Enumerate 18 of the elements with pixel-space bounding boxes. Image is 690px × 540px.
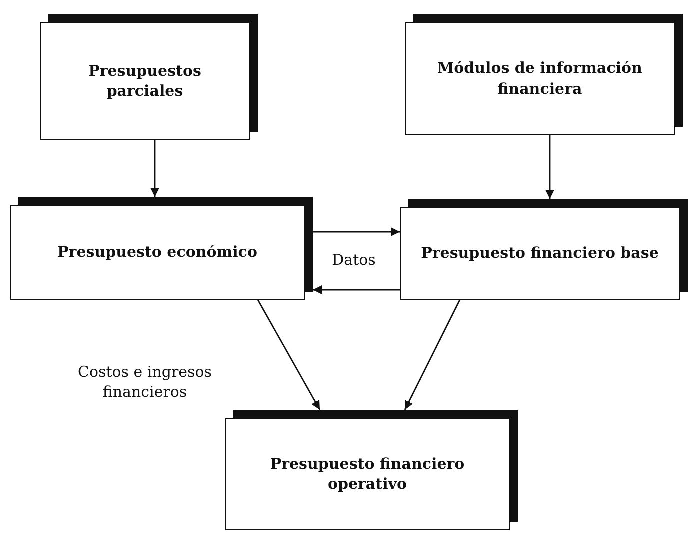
arrow bbox=[313, 228, 400, 236]
process-box bbox=[400, 199, 688, 300]
box-label: Presupuesto financiero base bbox=[421, 243, 659, 264]
arrow bbox=[546, 135, 554, 199]
process-box bbox=[40, 14, 258, 140]
box-label: Presupuestos parciales bbox=[88, 60, 202, 102]
arrow bbox=[150, 140, 160, 197]
arrow bbox=[404, 300, 461, 410]
box-label: Módulos de información financiera bbox=[436, 58, 644, 99]
arrow bbox=[257, 300, 321, 410]
box-label: Presupuesto financiero operativo bbox=[269, 454, 466, 494]
process-box bbox=[405, 14, 683, 135]
edge-label: Datos bbox=[331, 250, 377, 270]
process-box bbox=[225, 410, 518, 530]
arrow bbox=[313, 286, 400, 294]
edge-label: Costos e ingresos financieros bbox=[77, 362, 213, 402]
process-box bbox=[10, 197, 313, 300]
box-label: Presupuesto económico bbox=[58, 242, 258, 263]
